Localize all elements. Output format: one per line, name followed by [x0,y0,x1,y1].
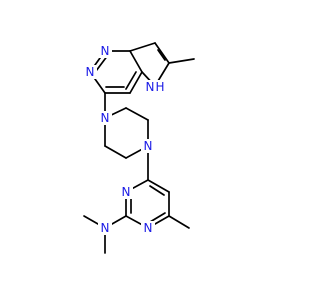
bond [129,42,156,52]
atom-labels: N N N H N N N N N [83,44,166,235]
bond [129,71,143,94]
atom-n-pyrimidine-top-3: N [86,65,95,79]
bond [125,107,149,121]
atom-n-pyrimidine-bottom-3: N [144,221,153,235]
atom-n-piperazine-bottom: N [144,139,153,153]
bond [149,212,166,223]
bond [157,49,166,61]
bond [129,50,143,73]
atom-n-pyrimidine-bottom-1: N [122,185,131,199]
atom-n-dimethylamino: N [101,221,110,235]
atom-n-pyrimidine-top-1: N [101,44,110,58]
bond [154,42,170,64]
lower-pyrimidine-ring [83,179,190,254]
bond [104,145,127,159]
bond [168,215,190,229]
molecule-structure-diagram: N N N H N N N N N [83,42,195,254]
atom-n-pyrrole-nh: N [146,80,155,94]
bond [147,179,170,193]
bond [168,58,195,64]
atom-n-piperazine-top: N [101,111,110,125]
bond [149,185,165,196]
bond [125,71,137,90]
atom-h-pyrrole: H [155,80,164,94]
